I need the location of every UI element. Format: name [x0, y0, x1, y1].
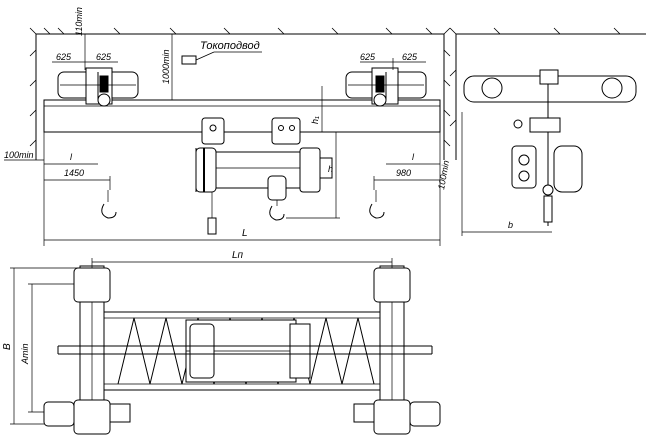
dim-h-text: h: [328, 164, 333, 174]
hoist-trolley: [195, 117, 333, 235]
dim-l-left: l: [70, 152, 73, 162]
dim-1450: 1450: [64, 168, 84, 178]
left-drive-unit: [57, 67, 139, 107]
right-end-carriage: [353, 265, 441, 435]
dim-h1-text: h₁: [310, 116, 320, 124]
dim-Ln: Lп: [232, 250, 244, 261]
dim-Amin: Amin: [20, 343, 30, 365]
dim-h-group: h₁ h: [286, 86, 340, 219]
dim-625-3: 625: [360, 52, 376, 62]
dim-100min-left: 100min: [4, 150, 34, 160]
dim-625-1: 625: [56, 52, 72, 62]
dim-L-group: L: [43, 132, 441, 246]
dim-l-group: l l 1450 980: [44, 152, 440, 190]
girder-truss-plan: [57, 311, 433, 391]
main-girder: [43, 99, 441, 133]
dim-625-4: 625: [402, 52, 418, 62]
elevation-view: Токоподвод 625 625 625 625 110min 1000mi…: [4, 7, 451, 246]
dim-1000-text: 1000min: [161, 49, 171, 84]
plan-view: Lп B Amin: [2, 250, 441, 435]
dim-110-text: 110min: [74, 7, 84, 36]
right-drive-unit: [345, 67, 427, 107]
dim-625-2: 625: [96, 52, 112, 62]
dim-625-group: 625 625 625 625: [52, 52, 426, 70]
dim-B: B: [2, 343, 13, 350]
side-view: b: [449, 27, 646, 236]
dim-110min: 110min: [74, 7, 86, 58]
trolley-wire-label: Токоподвод: [181, 40, 262, 65]
dim-b: b: [508, 220, 513, 230]
left-end-carriage: [43, 265, 131, 435]
dim-1000min: 1000min: [161, 34, 173, 100]
end-hooks: [101, 190, 385, 219]
dim-L: L: [242, 228, 248, 239]
dim-980: 980: [396, 168, 411, 178]
trolley-wire-text: Токоподвод: [200, 40, 260, 52]
dim-l-right: l: [412, 152, 415, 162]
building-outline: [29, 27, 451, 160]
